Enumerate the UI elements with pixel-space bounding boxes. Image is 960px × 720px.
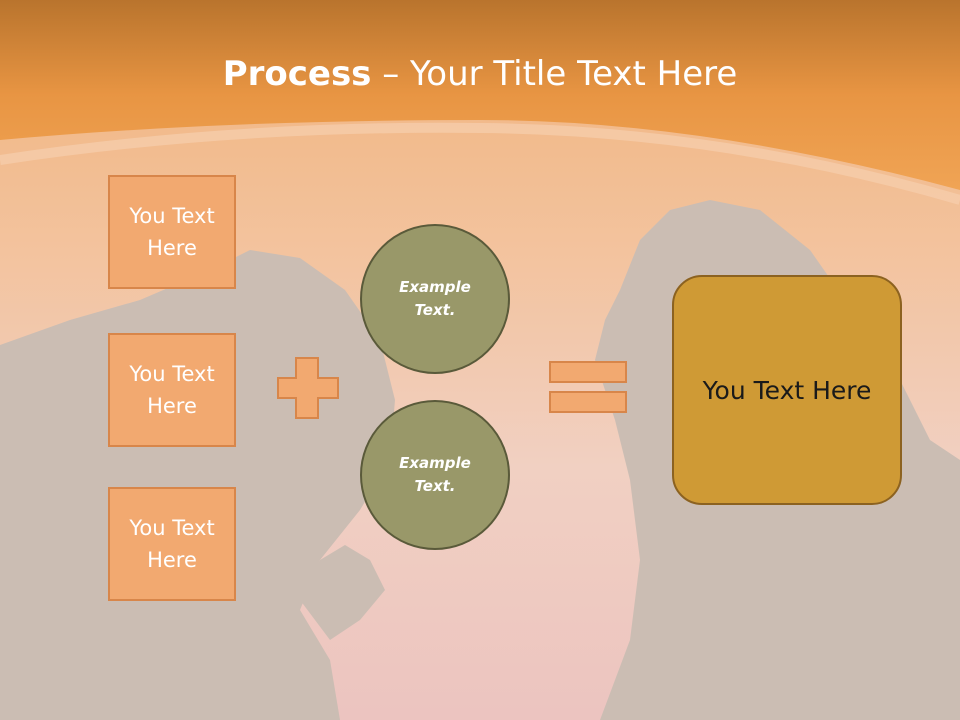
example-circle-2[interactable]: Example Text. [360, 400, 510, 550]
result-box-label: You Text Here [702, 375, 872, 405]
silhouette-hands [300, 545, 385, 640]
title-bold: Process [222, 54, 372, 94]
text-box-3[interactable]: You Text Here [108, 487, 236, 601]
silhouette-horse [0, 250, 395, 720]
text-box-2[interactable]: You Text Here [108, 333, 236, 447]
example-circle-1[interactable]: Example Text. [360, 224, 510, 374]
page-title: Process – Your Title Text Here [0, 52, 960, 96]
text-box-2-label: You Text Here [129, 362, 215, 418]
plus-icon [277, 357, 339, 419]
text-box-1[interactable]: You Text Here [108, 175, 236, 289]
equals-icon-bottom [549, 391, 627, 413]
header-arc [0, 122, 960, 205]
example-circle-1-label: Example Text. [399, 278, 471, 319]
header-band [0, 0, 960, 190]
example-circle-2-label: Example Text. [399, 454, 471, 495]
text-box-3-label: You Text Here [129, 516, 215, 572]
result-box[interactable]: You Text Here [672, 275, 902, 505]
equals-icon-top [549, 361, 627, 383]
title-rest: – Your Title Text Here [371, 54, 738, 94]
text-box-1-label: You Text Here [129, 204, 215, 260]
